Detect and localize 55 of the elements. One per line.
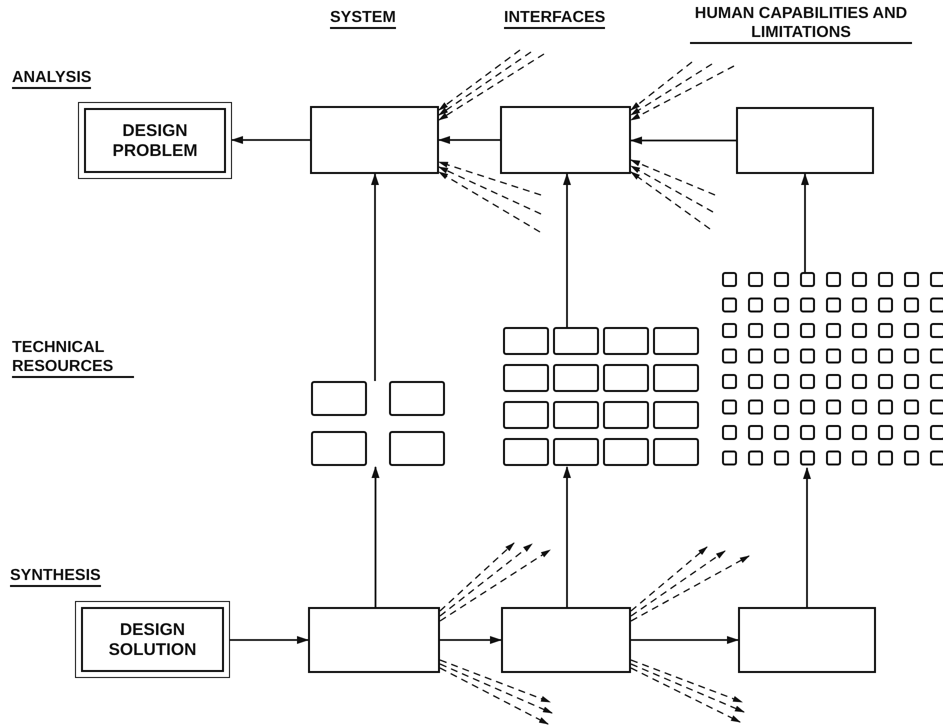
process-box	[310, 106, 439, 174]
section-heading: ANALYSIS	[12, 68, 92, 89]
arrow	[371, 173, 379, 381]
dashed-arrow	[438, 51, 532, 116]
arrow	[230, 636, 309, 644]
box-grid-drawing	[503, 327, 700, 467]
arrow	[801, 173, 809, 272]
dashed-arrow	[438, 166, 542, 215]
dashed-arrow	[630, 61, 692, 111]
arrow	[563, 173, 571, 327]
dashed-arrow	[440, 663, 553, 714]
dashed-arrow	[630, 159, 716, 196]
dashed-arrow	[438, 53, 544, 121]
box-grid-drawing	[311, 381, 445, 467]
dashed-arrow	[438, 49, 520, 111]
arrow	[372, 466, 380, 607]
dashed-arrow	[630, 550, 726, 617]
dashed-arrow	[630, 546, 708, 612]
arrow	[631, 636, 739, 644]
node-text: DESIGN PROBLEM	[112, 120, 198, 160]
dashed-arrow	[630, 667, 741, 723]
arrow	[630, 136, 736, 144]
process-box	[736, 107, 874, 174]
dashed-arrow	[630, 171, 710, 230]
dashed-arrow	[440, 542, 515, 612]
arrow	[231, 136, 310, 144]
arrow	[438, 136, 500, 144]
process-box	[501, 607, 631, 673]
dashed-arrow	[630, 63, 712, 116]
process-box	[500, 106, 631, 174]
node-text: DESIGN SOLUTION	[108, 620, 198, 660]
arrow	[803, 467, 811, 607]
dashed-arrow	[440, 659, 551, 703]
box-grid-drawing	[722, 272, 943, 468]
double-framed-box	[78, 102, 232, 179]
dashed-arrow	[630, 65, 734, 121]
process-box	[308, 607, 440, 673]
dashed-arrow	[438, 171, 540, 233]
section-heading: INTERFACES	[504, 8, 606, 29]
section-heading: HUMAN CAPABILITIES AND LIMITATIONS	[690, 4, 912, 44]
dashed-arrow	[630, 659, 743, 703]
dashed-arrow	[630, 165, 714, 213]
section-heading: SYNTHESIS	[10, 566, 101, 587]
double-framed-box	[75, 601, 230, 678]
process-box	[738, 607, 876, 673]
dashed-arrow	[630, 555, 750, 622]
arrow	[440, 636, 502, 644]
dashed-arrow	[630, 663, 745, 713]
dashed-arrow	[440, 667, 549, 725]
dashed-arrow	[440, 549, 551, 622]
section-heading: SYSTEM	[330, 8, 396, 29]
dashed-arrow	[440, 543, 533, 617]
arrow	[563, 466, 571, 607]
dashed-arrow	[438, 161, 542, 196]
section-heading: TECHNICAL RESOURCES	[12, 338, 134, 378]
